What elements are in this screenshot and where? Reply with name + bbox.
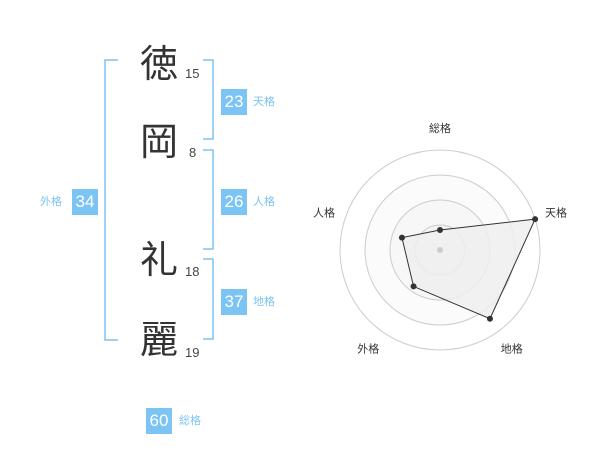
soukaku-label: 総格 — [179, 414, 201, 427]
radar-axis-label-3: 外格 — [357, 342, 379, 356]
radar-center-dot — [437, 247, 443, 253]
chikaku-bracket — [203, 258, 214, 340]
char-2: 岡 — [140, 120, 179, 164]
char-4: 麗 — [140, 318, 179, 362]
radar-point-2 — [486, 315, 493, 322]
radar-polygon — [401, 218, 536, 320]
tenkaku-value: 23 — [221, 89, 247, 115]
chikaku-label: 地格 — [253, 295, 275, 308]
chikaku-value: 37 — [221, 289, 247, 315]
char-2-strokes: 8 — [189, 145, 197, 160]
jinkaku-bracket — [203, 149, 214, 250]
radar-point-0 — [437, 227, 443, 233]
jinkaku-value: 26 — [221, 189, 247, 215]
radar-axis-label-4: 人格 — [313, 205, 335, 219]
char-3-strokes: 18 — [185, 264, 200, 279]
gaikaku-value: 34 — [72, 189, 98, 215]
tenkaku-bracket — [203, 59, 214, 140]
char-1: 徳 — [140, 42, 179, 86]
char-1-strokes: 15 — [185, 66, 200, 81]
radar-point-3 — [410, 283, 417, 290]
jinkaku-label: 人格 — [253, 195, 275, 208]
gaikaku-bracket — [104, 59, 118, 341]
gaikaku-label: 外格 — [40, 195, 62, 208]
radar-point-4 — [398, 234, 405, 241]
radar-axis-label-1: 天格 — [545, 205, 567, 219]
radar-point-1 — [532, 216, 539, 223]
char-4-strokes: 19 — [185, 345, 200, 360]
radar-axis-label-0: 総格 — [429, 121, 451, 135]
tenkaku-label: 天格 — [253, 95, 275, 108]
radar-axis-label-2: 地格 — [501, 342, 523, 356]
char-3: 礼 — [140, 238, 179, 282]
soukaku-value: 60 — [146, 408, 172, 434]
